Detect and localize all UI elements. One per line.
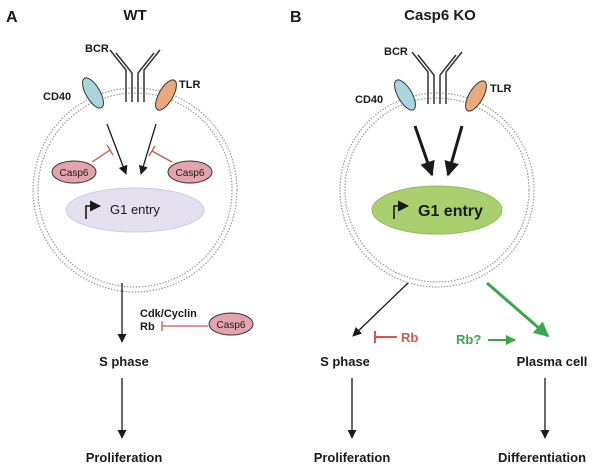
bcr-receptor xyxy=(109,49,161,102)
g1-entry-label-b: G1 entry xyxy=(418,203,483,220)
signal-arrow-right xyxy=(138,123,157,175)
g1-entry-ellipse-b xyxy=(371,185,503,235)
proliferation-label-a: Proliferation xyxy=(86,450,163,465)
plasma-cell-label: Plasma cell xyxy=(517,354,588,369)
casp6-rb-label: Casp6 xyxy=(217,320,246,331)
tlr-receptor xyxy=(155,79,177,111)
rb-green-label: Rb? xyxy=(456,332,481,347)
promoter-arrow-icon xyxy=(85,200,102,219)
s-phase-label-a: S phase xyxy=(99,354,149,369)
panel-a: A WT BCR CD40 TLR Casp6 Casp6 xyxy=(6,7,254,465)
cd40-label-b: CD40 xyxy=(355,94,383,106)
signal-arrow-left xyxy=(106,123,128,175)
arrow-to-s-phase-b xyxy=(352,282,409,337)
proliferation-label-b: Proliferation xyxy=(314,450,391,465)
arrow-to-plasma-cell xyxy=(486,281,550,338)
panel-a-letter: A xyxy=(6,9,18,26)
tlr-label: TLR xyxy=(179,79,200,91)
panel-b-letter: B xyxy=(290,9,302,26)
cd40-receptor-b xyxy=(394,79,416,111)
signal-arrow-right-b xyxy=(444,125,464,177)
g1-entry-ellipse xyxy=(65,187,205,233)
rb-label: Rb xyxy=(140,321,155,333)
inhibit-right xyxy=(148,145,173,163)
cd40-receptor xyxy=(82,77,104,109)
cdk-cyclin-label: Cdk/Cyclin xyxy=(140,308,197,320)
bcr-label: BCR xyxy=(85,43,109,55)
inhibit-rb xyxy=(161,321,208,331)
cd40-label: CD40 xyxy=(43,91,71,103)
cell-membrane-inner xyxy=(37,92,233,288)
casp6-left-label: Casp6 xyxy=(60,168,89,179)
casp6-right-label: Casp6 xyxy=(176,168,205,179)
casp6-rb xyxy=(208,312,254,336)
bcr-label-b: BCR xyxy=(384,46,408,58)
tlr-receptor-b xyxy=(465,80,487,112)
inhibit-rb-b xyxy=(374,331,397,343)
cell-membrane-outer-b xyxy=(339,92,535,288)
bcr-receptor-b xyxy=(411,51,463,104)
tlr-label-b: TLR xyxy=(490,83,511,95)
inhibit-left xyxy=(91,144,114,163)
signal-arrow-left-b xyxy=(413,125,435,177)
s-phase-label-b: S phase xyxy=(320,354,370,369)
casp6-right xyxy=(167,160,213,184)
panel-b-title: Casp6 KO xyxy=(404,7,476,24)
g1-entry-label: G1 entry xyxy=(110,202,160,217)
differentiation-label: Differentiation xyxy=(498,450,586,465)
cell-membrane-inner-b xyxy=(344,97,530,283)
panel-b: B Casp6 KO BCR CD40 TLR G1 entry xyxy=(290,7,587,465)
panel-a-title: WT xyxy=(123,7,146,24)
rb-red-label: Rb xyxy=(401,330,418,345)
cell-membrane-outer xyxy=(32,87,238,293)
promoter-arrow-icon-b xyxy=(393,200,410,219)
casp6-left xyxy=(51,160,97,184)
